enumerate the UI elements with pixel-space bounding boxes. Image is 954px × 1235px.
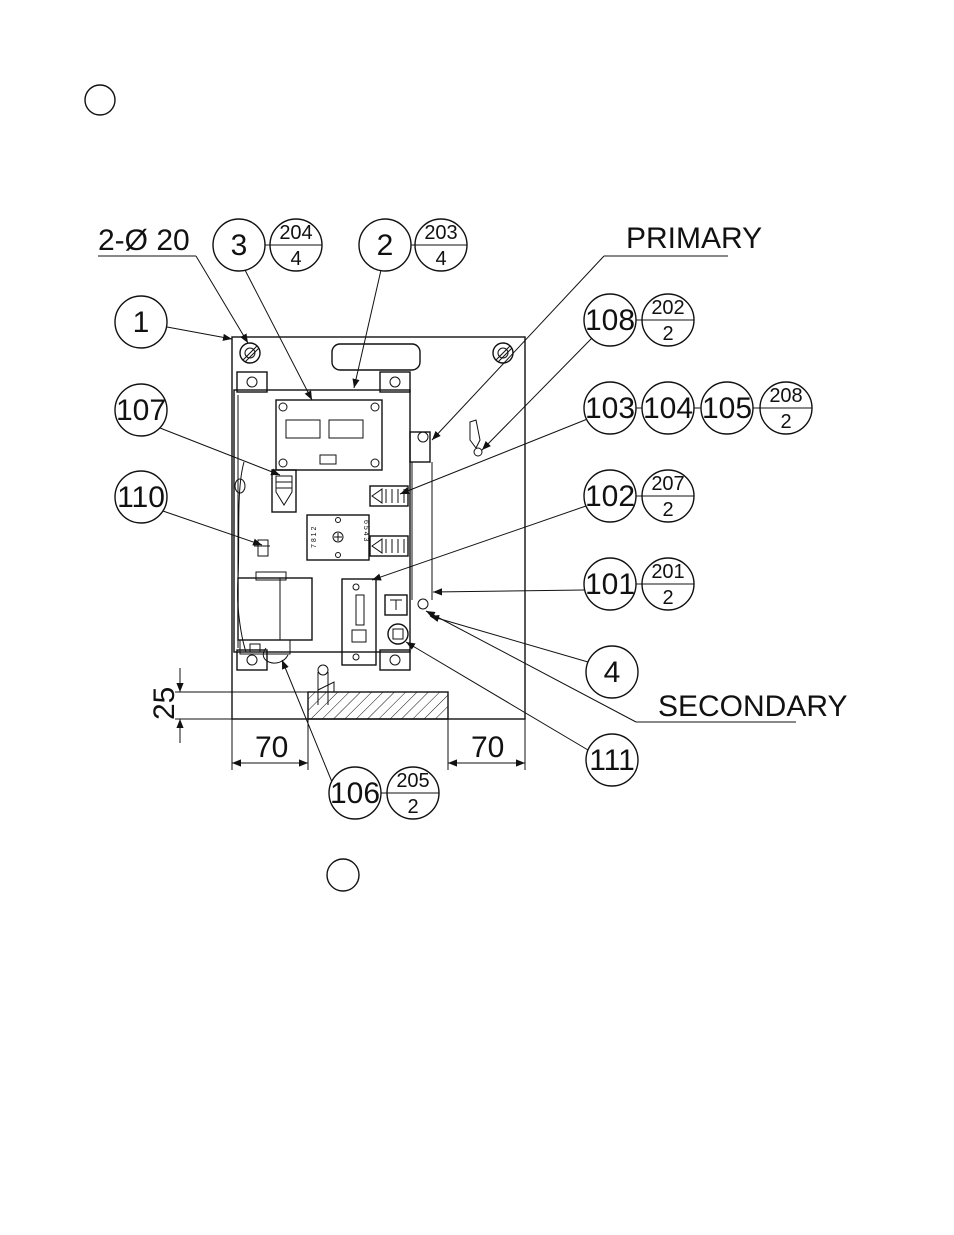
callout-1: 1 [115,296,232,348]
dimension-left-70: 70 [232,719,308,770]
ground-lug-108 [470,420,482,456]
dimension-label-left-70: 70 [255,731,288,764]
leader-line [433,590,584,592]
quantity: 4 [290,248,301,270]
dimension-label-right-70: 70 [471,731,504,764]
left-cable [238,462,246,652]
leader-line [245,270,312,400]
contactor-block [238,572,312,654]
small-terminal [385,595,407,615]
mounting-hole-left [240,343,260,363]
callout-107: 107 [115,384,280,475]
callout-number: 105 [702,392,752,425]
dimension-right-70: 70 [448,719,525,770]
quantity: 2 [662,323,673,345]
ref-number: 201 [651,561,684,583]
callout-number: 110 [117,481,165,514]
ref-number: 205 [396,770,429,792]
callout-number: 111 [589,744,635,777]
view-marker-circle-top [85,85,115,115]
mounting-hole-right [493,343,513,363]
component-110 [254,540,270,556]
terminal-block: 7 8 1 2 6 5 4 3 [307,515,369,560]
callout-number: 2 [377,229,394,262]
view-marker-circle-bottom [327,859,359,891]
enclosure: 7 8 1 2 6 5 4 3 [232,337,525,719]
hatched-base [308,692,448,719]
callout-number: 104 [643,392,693,425]
callout-number: 101 [585,568,635,601]
bracket-bottom-left [237,650,267,670]
ref-number: 207 [651,473,684,495]
ref-number: 204 [279,222,312,244]
quantity: 2 [780,411,791,433]
connector-103 [370,486,408,506]
callout-number: 108 [585,304,635,337]
callout-2: 2 203 4 [354,219,467,388]
terminal-numbers-right: 6 5 4 3 [362,520,369,542]
leader-line [282,660,332,782]
handle-slot [332,344,420,370]
leader-line [167,327,232,339]
callout-number: 106 [330,777,380,810]
bracket-top-left [237,372,267,392]
mounting-plate [234,390,410,652]
ref-number: 208 [769,385,802,407]
bracket-bottom-right [380,650,410,670]
quantity: 2 [407,796,418,818]
ref-number: 202 [651,297,684,319]
callout-number: 103 [585,392,635,425]
callout-number: 3 [231,229,248,262]
connector-107 [272,470,296,512]
secondary-label: SECONDARY [658,690,848,723]
callout-4: 4 [430,616,638,698]
quantity: 2 [662,587,673,609]
terminal-numbers-left: 7 8 1 2 [311,526,318,548]
leader-line [160,510,262,545]
display-module [276,400,382,470]
callout-number: 4 [604,656,621,689]
callout-101: 101 201 2 [433,558,694,610]
callout-104: 104 [642,382,694,434]
indicator-lamp-111 [388,624,408,644]
callout-number: 102 [585,480,635,513]
callout-105: 105 208 2 [701,382,812,434]
primary-label: PRIMARY [626,222,762,255]
connector-104 [370,536,408,556]
right-wiring [410,432,432,609]
callout-number: 107 [116,394,166,427]
quantity: 2 [662,499,673,521]
bracket-top-right [380,372,410,392]
callout-number: 1 [133,306,150,339]
callout-106: 106 205 2 [282,660,439,819]
leader-line [400,418,590,494]
enclosure-outline [232,337,525,719]
quantity: 4 [435,248,446,270]
callout-102: 102 207 2 [372,470,694,580]
ref-number: 203 [424,222,457,244]
leader-line [160,428,280,475]
hole-callout-text: 2-Ø 20 [98,224,190,257]
dimension-label-25: 25 [148,687,181,720]
